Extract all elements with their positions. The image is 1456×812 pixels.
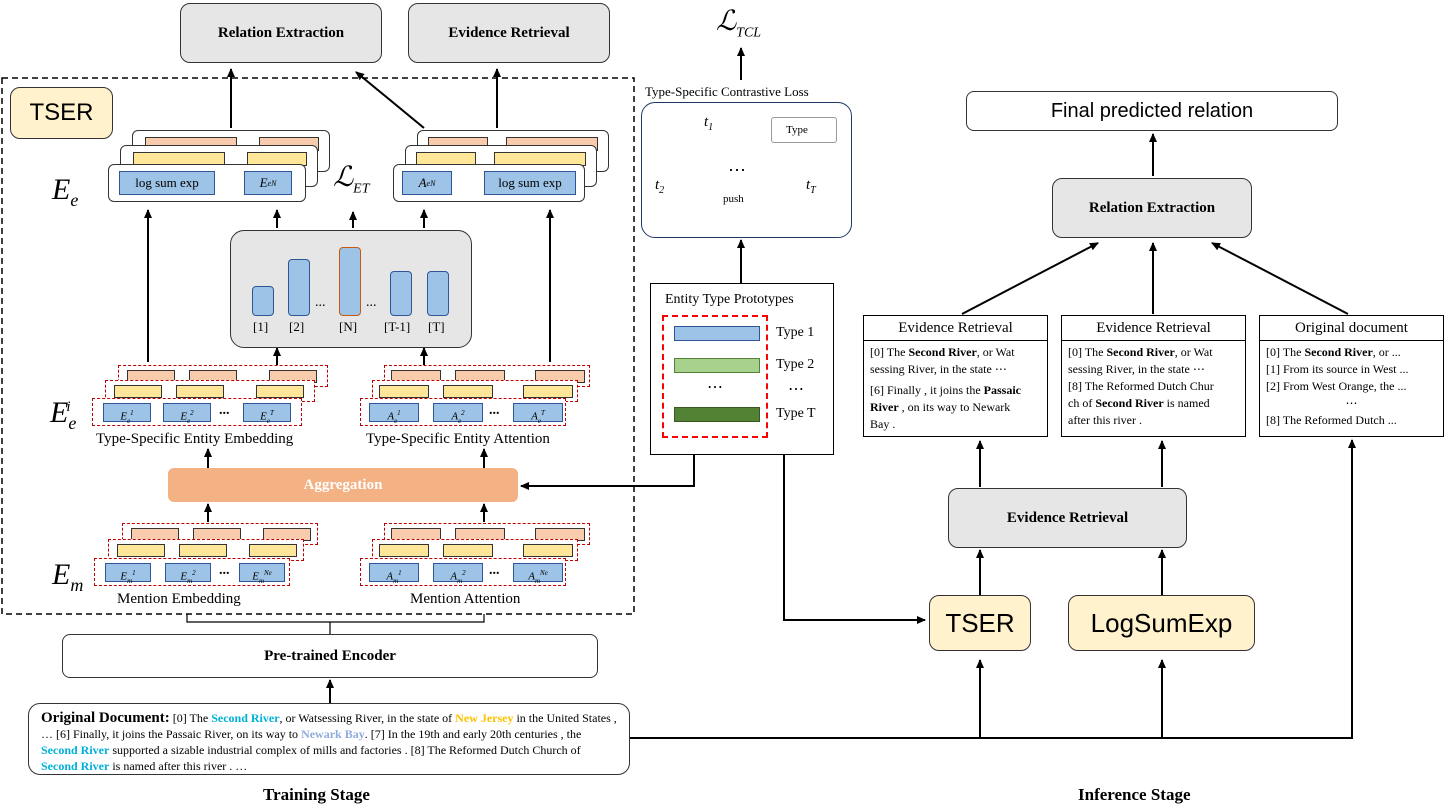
mention-attention-stack: Am1 Am2 ... AmNe	[360, 523, 594, 587]
bar-label-dots1: ...	[315, 295, 326, 310]
bar-label-dots2: ...	[366, 295, 377, 310]
bar-n	[339, 247, 361, 316]
bar-t	[427, 271, 449, 316]
prototype-bar-2	[674, 358, 760, 373]
inference-original-document-box: Original document [0] The Second River, …	[1259, 315, 1444, 437]
evidence-box-1: Evidence Retrieval [0] The Second River,…	[863, 315, 1048, 437]
t2-label: t2	[655, 177, 665, 196]
prototype-type-t: Type T	[776, 406, 816, 421]
bar-label-t-minus-1: [T-1]	[384, 319, 411, 334]
prototype-dots-left: ⋯	[707, 379, 723, 396]
tse-attention-label: Type-Specific Entity Attention	[366, 431, 550, 447]
final-relation-label: Final predicted relation	[1050, 99, 1254, 122]
contrastive-title: Type-Specific Contrastive Loss	[645, 84, 809, 99]
tT-label: tT	[806, 177, 816, 196]
prototype-bar-t	[674, 407, 760, 422]
bar-label-n: [N]	[339, 319, 358, 334]
tser-badge: TSER	[10, 87, 113, 139]
prototypes-dashed	[662, 315, 768, 438]
inf-logsumexp-label: LogSumExp	[1090, 607, 1233, 638]
inf-logsumexp-box: LogSumExp	[1068, 595, 1255, 651]
aggregation-label: Aggregation	[303, 476, 383, 493]
bar-1	[252, 286, 274, 316]
relation-extraction-label: Relation Extraction	[217, 24, 345, 41]
inf-tser-box: TSER	[929, 595, 1031, 651]
contrastive-legend: Type	[771, 117, 837, 143]
ee-logsumexp-cell: log sum exp	[119, 171, 215, 195]
tse-attention-stack: Ae1 Ae2 ... AeT	[360, 365, 600, 427]
contrastive-panel	[641, 102, 852, 238]
mention-embedding-stack: Em1 Em2 ... EmNe	[94, 523, 324, 587]
eei-symbol: Eei	[50, 396, 77, 433]
pretrained-encoder-box: Pre-trained Encoder	[62, 634, 598, 678]
bar-label-t: [T]	[428, 319, 445, 334]
tse-embedding-stack: Ee1 Ee2 ... EeT	[92, 365, 332, 427]
bar-2	[288, 259, 310, 316]
evidence-box-1-title: Evidence Retrieval	[864, 316, 1047, 341]
inference-original-document-title: Original document	[1260, 316, 1443, 341]
inf-relation-extraction-box: Relation Extraction	[1052, 178, 1252, 238]
evidence-retrieval-label: Evidence Retrieval	[448, 24, 570, 41]
ae-logsumexp-cell: log sum exp	[484, 171, 576, 195]
push-label: push	[723, 193, 744, 205]
bar-label-1: [1]	[253, 319, 269, 334]
final-relation-box: Final predicted relation	[966, 91, 1338, 131]
bar-label-2: [2]	[289, 319, 305, 334]
loss-et: ℒET	[333, 162, 370, 197]
tser-dashed-frame	[1, 77, 635, 615]
contrastive-dots: ⋯	[728, 160, 746, 180]
inference-stage-label: Inference Stage	[1078, 785, 1191, 804]
prototype-bar-1	[674, 326, 760, 341]
tse-embedding-label: Type-Specific Entity Embedding	[96, 431, 294, 447]
evidence-box-2: Evidence Retrieval [0] The Second River,…	[1061, 315, 1246, 437]
prototype-type-1: Type 1	[776, 325, 815, 340]
prototype-dots-right: ⋯	[788, 381, 804, 398]
prototype-type-2: Type 2	[776, 357, 815, 372]
evidence-box-2-title: Evidence Retrieval	[1062, 316, 1245, 341]
ee-symbol: Ee	[52, 173, 79, 210]
loss-tcl: ℒTCL	[716, 6, 762, 41]
original-document-heading: Original Document:	[41, 710, 170, 726]
inf-tser-label: TSER	[945, 607, 1015, 638]
training-stage-label: Training Stage	[263, 785, 370, 804]
evidence-retrieval-box: Evidence Retrieval	[408, 3, 610, 63]
mention-attention-label: Mention Attention	[410, 591, 521, 607]
inf-relation-extraction-label: Relation Extraction	[1088, 199, 1216, 216]
em-symbol: Em	[52, 558, 84, 595]
inf-evidence-retrieval-box: Evidence Retrieval	[948, 488, 1187, 548]
original-document-box: Original Document: [0] The Second River,…	[28, 703, 630, 775]
inf-evidence-retrieval-label: Evidence Retrieval	[1006, 509, 1129, 526]
relation-extraction-box: Relation Extraction	[180, 3, 382, 63]
prototypes-title: Entity Type Prototypes	[665, 292, 794, 307]
pretrained-encoder-label: Pre-trained Encoder	[264, 647, 396, 664]
mention-embedding-label: Mention Embedding	[117, 591, 241, 607]
tser-badge-label: TSER	[29, 99, 94, 126]
bar-t-minus-1	[390, 271, 412, 316]
aggregation-box: Aggregation	[168, 468, 518, 502]
t1-label: t1	[704, 114, 714, 133]
